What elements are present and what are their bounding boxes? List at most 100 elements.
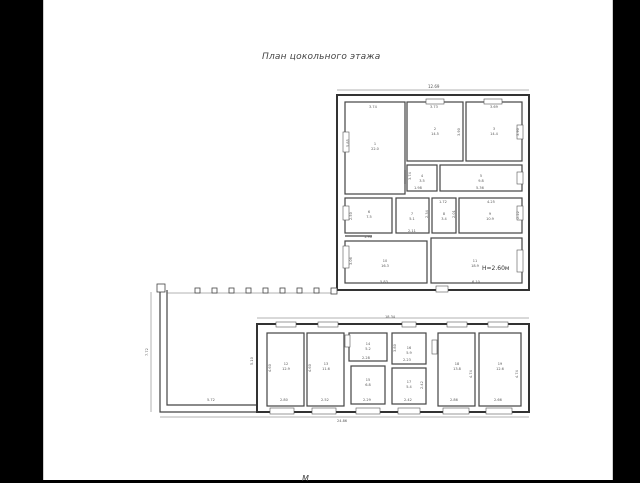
dim-lr6-bottom: 2.42	[404, 398, 412, 402]
room-number: 1	[374, 142, 376, 146]
dim-r6-bottom: 1.96	[364, 235, 372, 239]
window	[435, 285, 449, 293]
room-area: 3.5	[419, 179, 425, 183]
dim-r10-bottom: 5.83	[380, 280, 388, 284]
room-19-outline	[478, 332, 522, 407]
terrace	[156, 283, 338, 413]
column	[194, 287, 201, 294]
column	[245, 287, 252, 294]
dim-lr1-side: 4.60	[268, 364, 272, 372]
window	[355, 407, 381, 415]
lower-block	[256, 321, 530, 415]
room-area: 6.8	[365, 383, 371, 387]
room-area: 14.4	[490, 132, 499, 136]
dim-terrace-bottom: 5.72	[207, 398, 215, 402]
window	[516, 205, 524, 221]
room-number: 15	[366, 378, 370, 382]
dim-low-bottom: 24.86	[337, 419, 347, 423]
room-area: 16.3	[381, 264, 389, 268]
dim-r9-side: 2.22	[516, 211, 520, 219]
window	[431, 339, 438, 355]
dim-r1-side: 5.85	[346, 139, 350, 147]
window	[487, 321, 509, 328]
dim-r9-top: 4.25	[487, 200, 495, 204]
window	[397, 407, 421, 415]
room-area: 3.4	[441, 217, 447, 221]
room-number: 11	[473, 259, 477, 263]
dim-lr8-side: 4.74	[515, 369, 519, 378]
column	[330, 287, 338, 295]
window	[516, 124, 524, 140]
upper-room-labels: 122.0214.5314.443.559.867.575.183.4910.9…	[366, 127, 498, 268]
window	[275, 321, 297, 328]
room-number: 13	[324, 362, 328, 366]
room-area: 5.1	[409, 217, 415, 221]
room-area: 14.5	[431, 132, 439, 136]
room-number: 3	[493, 127, 495, 131]
room-area: 10.9	[486, 217, 494, 221]
dim-lr2-bottom: 2.52	[321, 398, 329, 402]
room-area: 12.6	[496, 367, 504, 371]
window	[442, 407, 470, 415]
room-13-outline	[306, 332, 345, 407]
lower-outer-wall	[256, 323, 530, 413]
dim-lr7-side: 4.74	[469, 369, 473, 378]
dim-terrace-side: 7.72	[145, 348, 149, 356]
terrace-edge	[159, 287, 257, 413]
dim-top-left: 3.74	[369, 105, 378, 109]
upper-block	[336, 94, 530, 293]
window	[342, 131, 350, 153]
dim-r8-side: 2.01	[452, 210, 456, 218]
upper-outer-wall	[336, 94, 530, 291]
dim-lr6-side: 2.42	[420, 381, 424, 389]
ceiling-height-label: Н=2.60м	[482, 265, 509, 272]
dim-low-left-side: 5.10	[250, 357, 254, 365]
window	[425, 98, 445, 105]
dim-r11-bottom: 6.10	[472, 280, 480, 284]
column	[262, 287, 269, 294]
column	[211, 287, 218, 294]
room-number: 4	[421, 174, 424, 178]
terrace-inner-edge	[166, 290, 257, 406]
room-number: 6	[368, 210, 370, 214]
room-number: 19	[498, 362, 502, 366]
room-number: 10	[383, 259, 387, 263]
window	[516, 249, 524, 273]
window	[342, 205, 350, 221]
dim-r4-bottom: 1.98	[414, 186, 422, 190]
room-number: 12	[284, 362, 288, 366]
dim-r2-side: 3.90	[457, 128, 461, 136]
room-area: 18.9	[471, 264, 479, 268]
room-18-outline	[437, 332, 476, 407]
window	[342, 245, 350, 269]
room-15-outline	[350, 365, 386, 405]
dim-top-right: 3.69	[490, 105, 498, 109]
column	[313, 287, 320, 294]
room-7-outline	[395, 197, 430, 234]
lower-room-labels: 1212.91311.6145.2156.8165.9175.41813.819…	[282, 342, 504, 389]
room-area: 11.6	[322, 367, 330, 371]
dim-lr2-side: 4.60	[308, 364, 312, 372]
room-area: 5.9	[406, 351, 412, 355]
room-area: 12.9	[282, 367, 290, 371]
window	[311, 407, 337, 415]
room-area: 5.2	[365, 347, 371, 351]
room-number: 14	[366, 342, 371, 346]
room-number: 16	[407, 346, 411, 350]
plan-title: План цокольного этажа	[262, 52, 381, 62]
column	[279, 287, 286, 294]
dim-r5-bottom: 5.36	[476, 186, 484, 190]
room-area: 13.8	[453, 367, 461, 371]
room-number: 5	[480, 174, 482, 178]
dim-lr7-bottom: 2.86	[450, 398, 458, 402]
dim-r7-side: 2.34	[425, 209, 429, 218]
room-number: 9	[489, 212, 491, 216]
room-area: 9.8	[478, 179, 484, 183]
room-number: 18	[455, 362, 459, 366]
room-number: 8	[443, 212, 445, 216]
window	[485, 407, 513, 415]
room-17-outline	[391, 367, 427, 405]
room-number: 7	[411, 212, 413, 216]
dim-lr6-inner: 2.23	[403, 358, 411, 362]
